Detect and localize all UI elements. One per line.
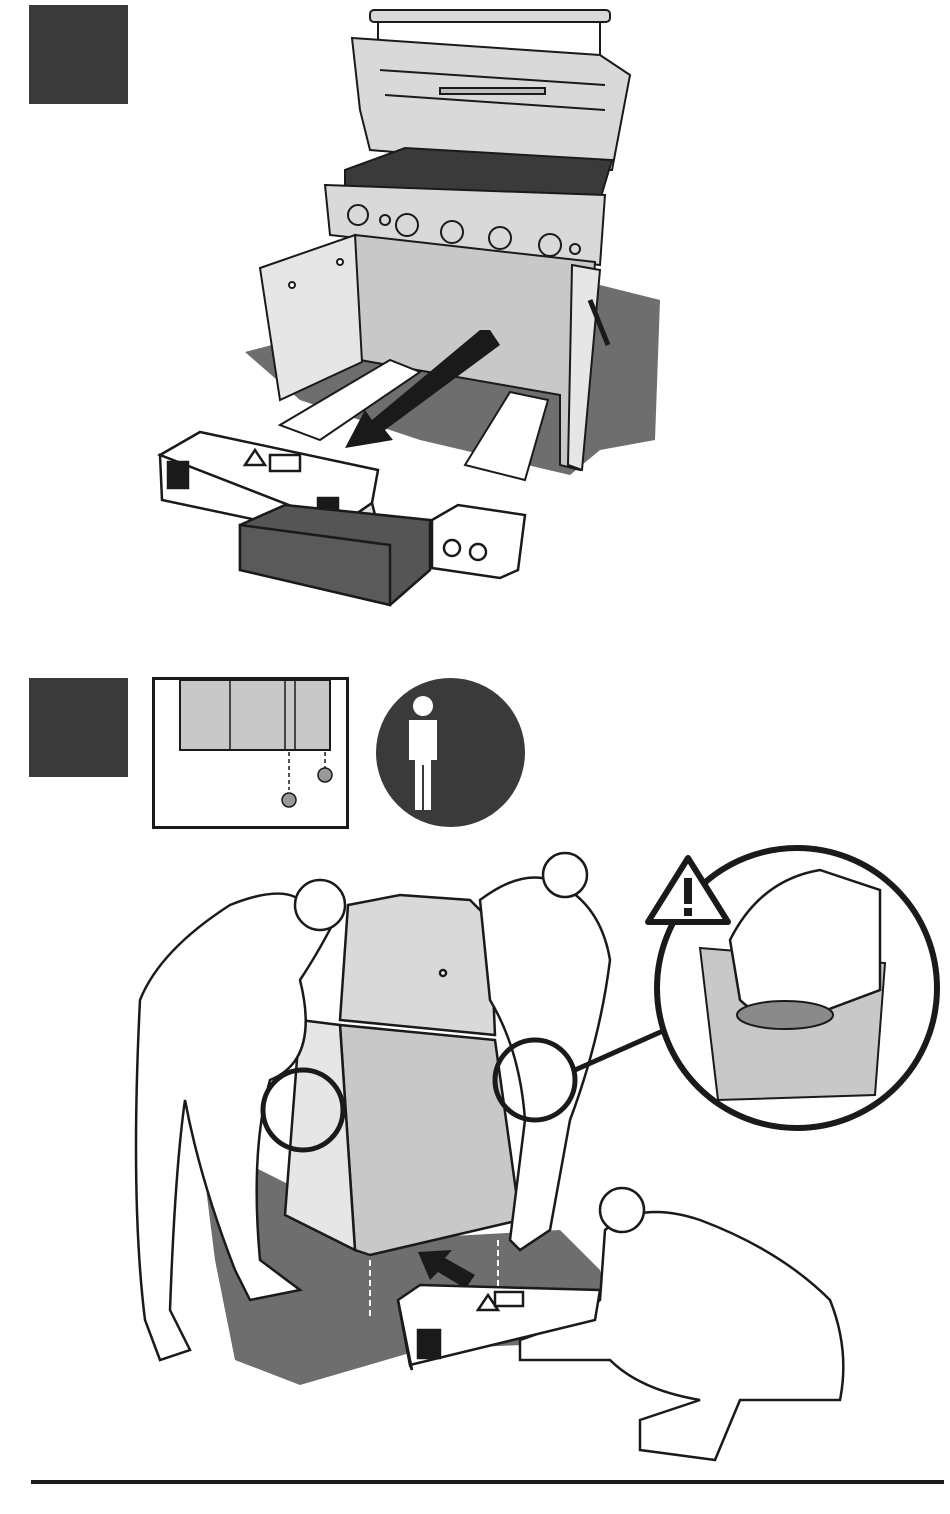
step-2-illustration — [0, 0, 950, 1480]
page-bottom-rule — [31, 1480, 944, 1484]
